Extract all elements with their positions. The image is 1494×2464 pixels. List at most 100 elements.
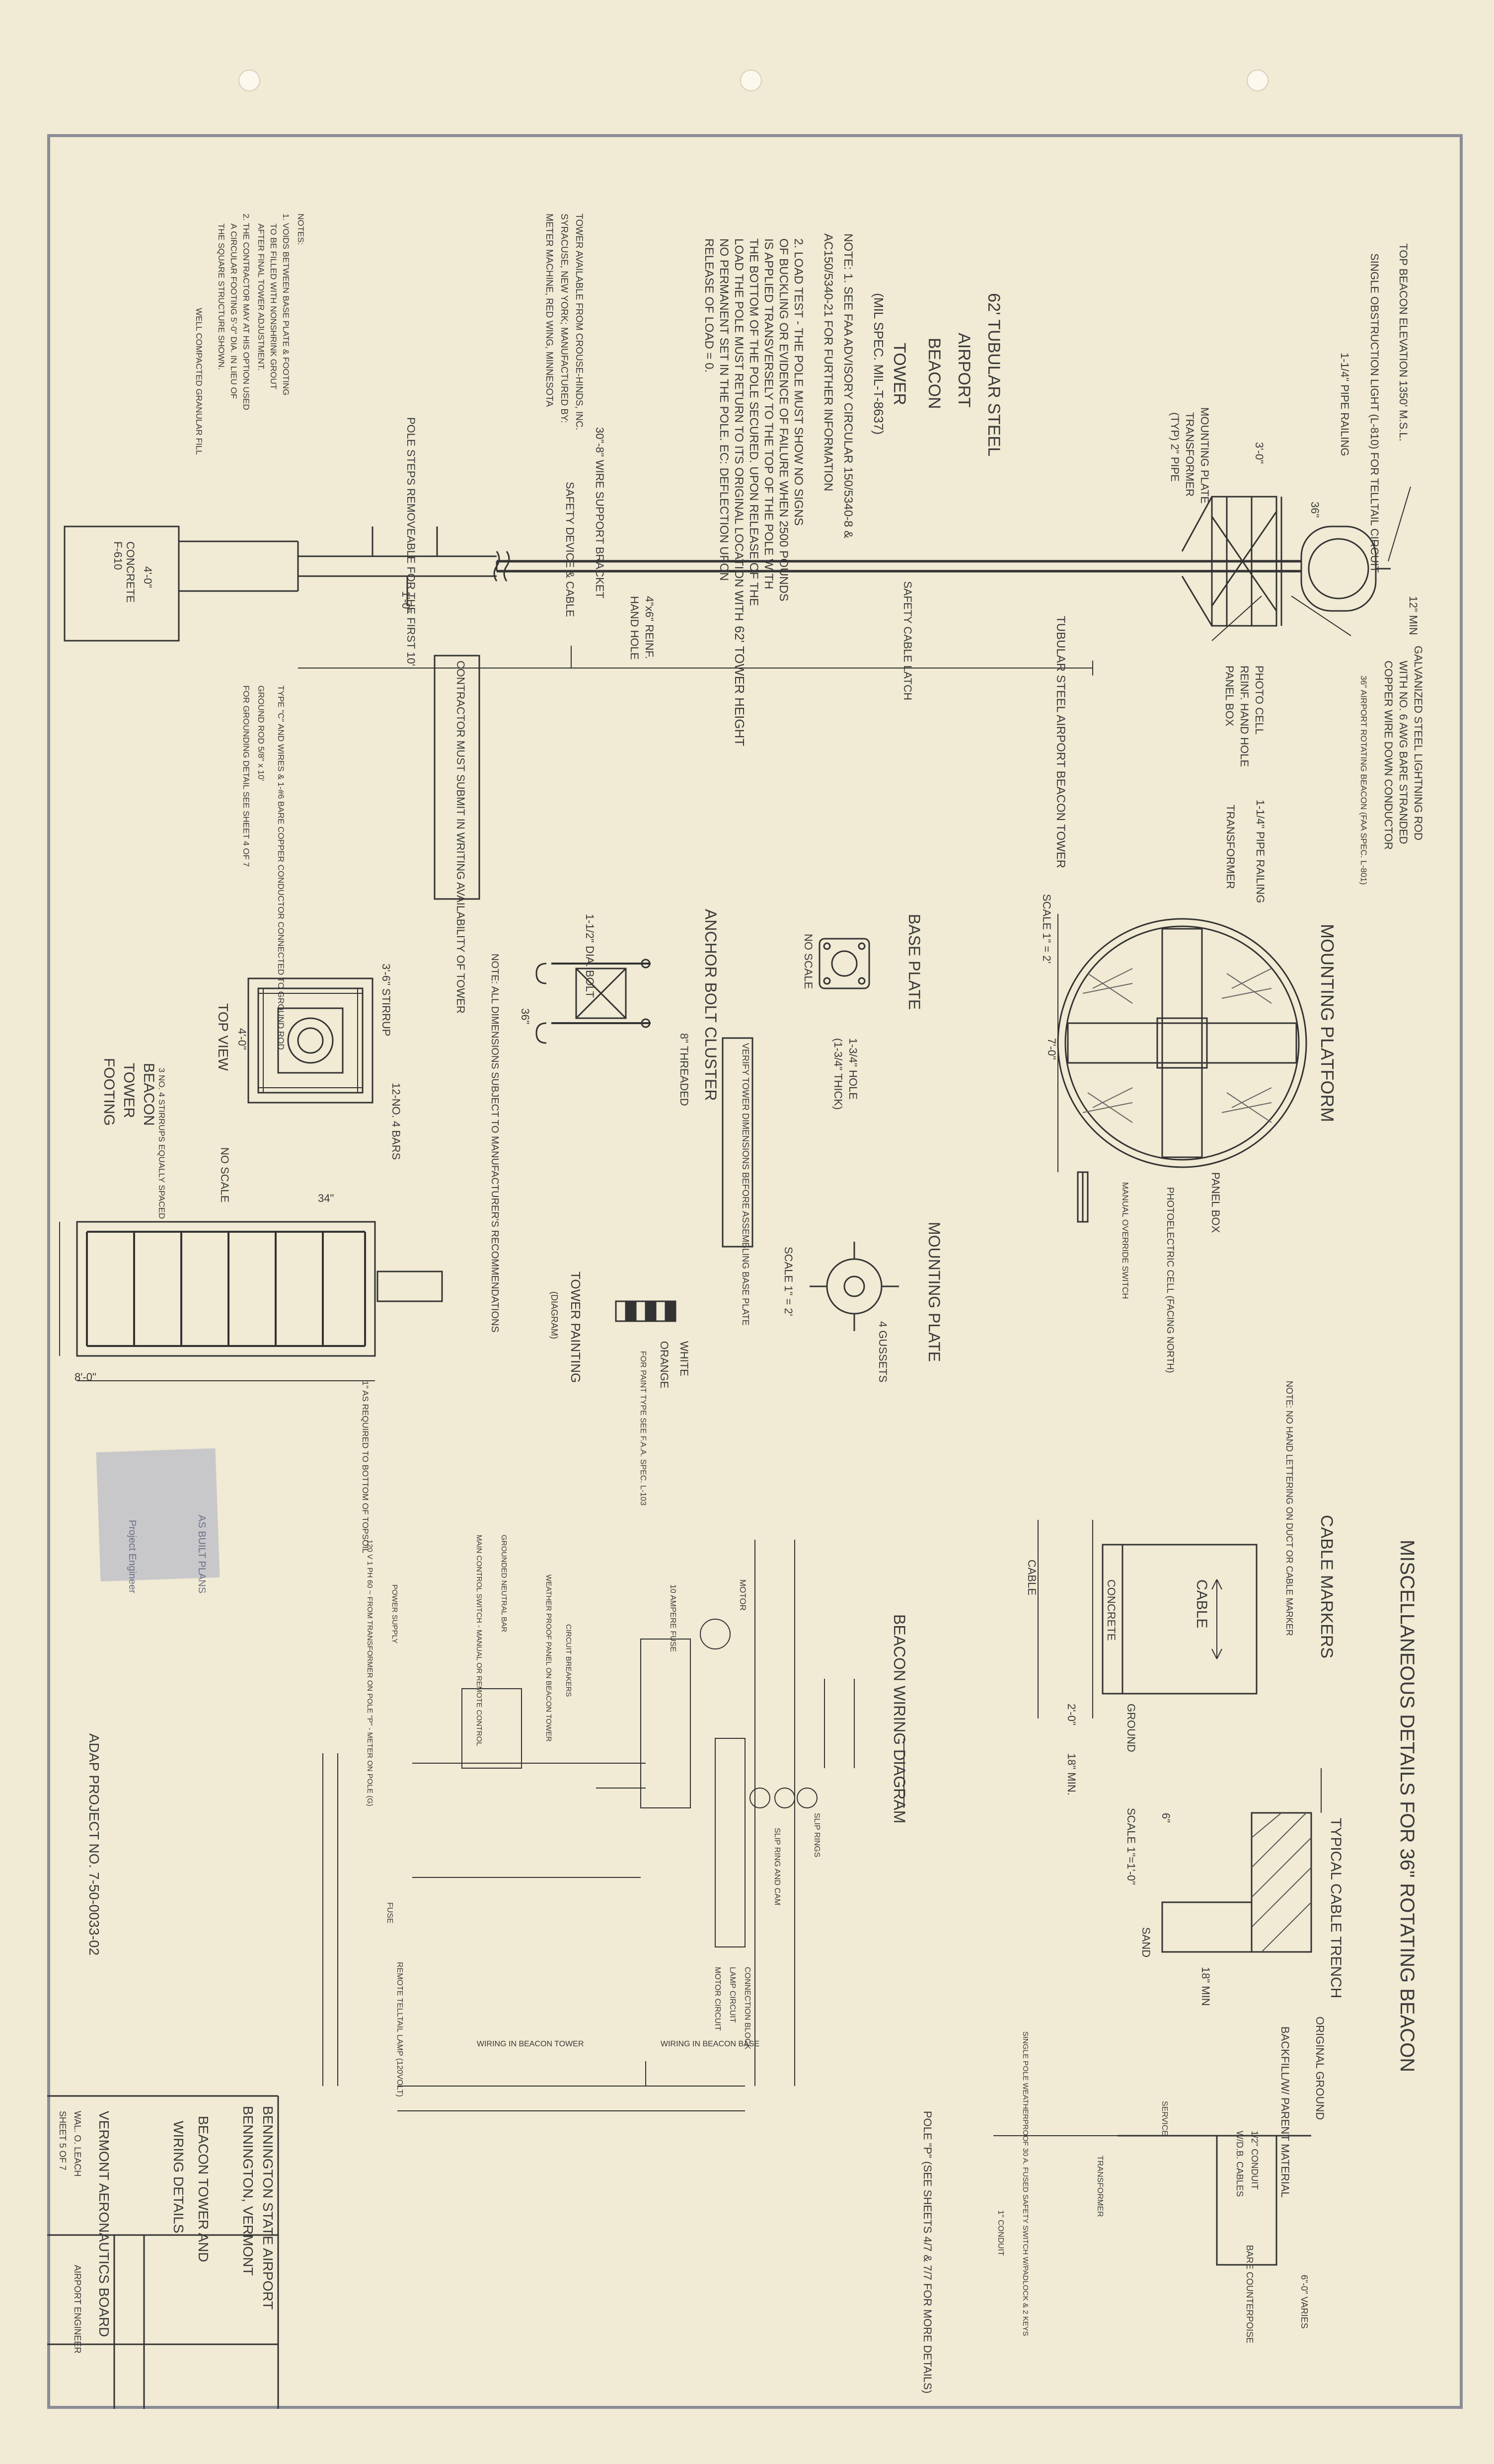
mounting-platform-title: MOUNTING PLATFORM: [1317, 924, 1338, 1122]
small-note-2: 2. THE CONTRACTOR MAY AT HIS OPTION USED: [241, 214, 251, 410]
cable-markers-note: NOTE: NO HAND LETTERING ON DUCT OR CABLE…: [1284, 1381, 1294, 1636]
bars-label: 12-NO. 4 BARS: [390, 1083, 402, 1160]
vendor-line-3: METER MACHINE, RED WING, MINNESOTA: [544, 214, 554, 407]
trench-pole: POLE "P" (SEE SHEETS 4/7 & 7/7 FOR MORE …: [921, 2111, 934, 2393]
trench-dim-18: 18" MIN: [1199, 1967, 1212, 2006]
dim-3-0-label: 3'-0": [1253, 442, 1266, 464]
beacon-label: 36" AIRPORT ROTATING BEACON (FAA SPEC. L…: [1359, 675, 1368, 885]
trench-varies: 6"-0" VARIES: [1299, 2275, 1309, 2328]
painting-white: WHITE: [678, 1341, 690, 1376]
pipe-railing-label: 1-1/4" PIPE RAILING: [1339, 353, 1351, 456]
ground-rod-label: GROUND ROD 5/8" x 10': [256, 685, 266, 781]
cable-markers-cable-line: CABLE: [1026, 1560, 1038, 1595]
cable-markers-dim-18: 18" MIN.: [1065, 1753, 1078, 1795]
base-plate-drawing: [722, 938, 870, 1248]
photo-cell-label: PHOTO CELL: [1253, 666, 1266, 735]
safety-device-label: SAFETY DEVICE & CABLE: [564, 482, 576, 617]
cable-trench-drawing: [993, 1768, 1322, 2266]
punch-hole: [238, 70, 260, 91]
small-note-1: 1. VOIDS BETWEEN BASE PLATE & FOOTING: [281, 214, 291, 395]
trench-sand: SAND: [1140, 1927, 1152, 1957]
mounting-plate-drawing: [810, 1242, 899, 1331]
note-1: NOTE: 1. SEE FAA ADVISORY CIRCULAR 150/5…: [841, 233, 855, 538]
wiring-slip-rings: SLIP RINGS: [813, 1813, 821, 1858]
title-engineer-title: AIRPORT ENGINEER: [73, 2265, 82, 2353]
wiring-title: BEACON WIRING DIAGRAM: [891, 1614, 908, 1823]
title-sheet-number: SHEET 5 OF 7: [58, 2111, 68, 2170]
trench-title: TYPICAL CABLE TRENCH: [1328, 1818, 1344, 1998]
footing-section: [59, 1221, 443, 1381]
manual-override-label: MANUAL OVERRIDE SWITCH: [1120, 1182, 1130, 1299]
trench-transformer: TRANSFORMER: [1096, 2156, 1104, 2217]
transformer-label: TRANSFORMER: [1184, 412, 1196, 497]
pipe-2-label: (TYP) 2" PIPE: [1169, 412, 1181, 482]
concrete-cap-label: F-610: [112, 541, 124, 570]
cable-markers-title: CABLE MARKERS: [1317, 1515, 1336, 1658]
wiring-motor-circuit: MOTOR CIRCUIT: [713, 1967, 722, 2031]
base-plate-no-scale: NO SCALE: [802, 934, 815, 989]
footing-top-view: [247, 977, 374, 1104]
granular-fill-label: WELL COMPACTED GRANULAR FILL: [194, 308, 204, 455]
tubular-tower-label: TUBULAR STEEL AIRPORT BEACON TOWER: [1054, 616, 1067, 868]
small-note-2b: A CIRCULAR FOOTING 5'-0" DIA. IN LIEU OF: [229, 224, 238, 399]
mounting-plate-gussets: 4 GUSSETS: [877, 1321, 889, 1382]
note-2c: IS APPLIED TRANSVERSELY TO THE TOP OF TH…: [762, 238, 775, 589]
wiring-in-tower: WIRING IN BEACON TOWER: [477, 2040, 584, 2048]
mounting-plate-scale: SCALE 1" = 2': [782, 1247, 795, 1316]
wiring-fuse-10a: 10 AMPERE FUSE: [669, 1584, 677, 1652]
mounting-platform-panel-box: PANEL BOX: [1209, 1172, 1222, 1233]
trench-original-ground: ORIGINAL GROUND: [1314, 2016, 1326, 2120]
wiring-lamp-circuit: LAMP CIRCUIT: [728, 1967, 737, 2023]
footing-title-2: TOWER: [121, 1063, 137, 1118]
stamp-project-line: Project Engineer: [127, 1520, 138, 1593]
vendor-line-1: TOWER AVAILABLE FROM CROUSE-HINDS, INC.: [574, 214, 584, 430]
base-plate-title: BASE PLATE: [905, 914, 923, 1010]
pole-steps-label: POLE STEPS REMOVEABLE FOR THE FIRST 10': [405, 417, 417, 666]
wiring-main-switch: MAIN CONTROL SWITCH - MANUAL OR REMOTE C…: [475, 1535, 483, 1746]
dim-4-0-label: 4'-0": [142, 566, 154, 588]
wiring-in-base: WIRING IN BEACON BASE: [661, 2040, 759, 2048]
wire-support-label: 30"-8" WIRE SUPPORT BRACKET: [594, 427, 606, 598]
wiring-weather-panel: WEATHER PROOF PANEL ON BEACON TOWER: [544, 1574, 553, 1742]
wiring-slip-cam: SLIP RING AND CAM: [773, 1828, 781, 1905]
tower-title-line3: BEACON: [925, 338, 944, 409]
note-2f: NO PERMANENT SET IN THE POLE. EC: DEFLEC…: [717, 238, 731, 581]
contractor-note: CONTRACTOR MUST SUBMIT IN WRITING AVAILA…: [454, 661, 467, 1014]
footing-title-1: BEACON: [141, 1063, 157, 1126]
wiring-connection-block: CONNECTION BLOCK: [743, 1967, 751, 2050]
note-2d: THE BOTTOM OF THE POLE SECURED. UPON REL…: [747, 238, 760, 606]
title-sheet-2: WIRING DETAILS: [171, 2121, 186, 2234]
anchor-note: NOTE: ALL DIMENSIONS SUBJECT TO MANUFACT…: [489, 954, 500, 1333]
concrete-label: CONCRETE: [124, 541, 137, 602]
note-1b: AC150/5340-21 FOR FURTHER INFORMATION: [822, 233, 835, 491]
wiring-neutral-bar: GROUNDED NEUTRAL BAR: [500, 1535, 508, 1632]
tower-title-line2: AIRPORT: [955, 333, 973, 408]
panel-box-label: PANEL BOX: [1223, 666, 1236, 727]
dim-12-min-label: 12" MIN: [1407, 596, 1419, 635]
trench-backfill: BACKFILL/W/ PARENT MATERIAL: [1279, 2026, 1291, 2198]
mounting-platform-transformer: TRANSFORMER: [1224, 805, 1237, 889]
top-elevation-label: TOP BEACON ELEVATION 1350' M.S.L.: [1397, 243, 1410, 442]
small-notes-heading: NOTES:: [296, 214, 305, 245]
mounting-platform-drawing: [1057, 914, 1307, 1223]
beacon-wiring-diagram: [322, 1540, 904, 2111]
small-note-2c: THE SQUARE STRUCTURE SHOWN.: [217, 224, 226, 370]
mounting-platform-dim: 7'-0": [1046, 1038, 1058, 1060]
trench-switch: SINGLE POLE WEATHERPROOF 30 A. FUSED SAF…: [1021, 2031, 1030, 2336]
trench-cables: W/D.B. CABLES: [1235, 2131, 1245, 2197]
footing-dim-4-0: 4'-0": [236, 1028, 248, 1050]
note-2g: RELEASE OF LOAD = 0.: [702, 238, 716, 373]
trench-counterpoise: BARE COUNTERPOISE: [1245, 2245, 1255, 2343]
footing-title-3: FOOTING: [101, 1058, 117, 1126]
title-location: BENNINGTON, VERMONT: [240, 2106, 256, 2276]
wiring-motor: MOTOR: [738, 1579, 747, 1611]
title-block-frame: [47, 2095, 279, 2409]
anchor-dim-36: 36": [519, 1008, 531, 1024]
title-engineer-name: WAL. O. LEACH: [73, 2111, 82, 2176]
painting-orange: ORANGE: [658, 1341, 671, 1388]
drawing-border: [47, 134, 1463, 2409]
trench-conduit-2: 1" CONDUIT: [996, 2210, 1005, 2256]
anchor-bolt: 1-1/2" DIA. BOLT: [584, 914, 596, 998]
